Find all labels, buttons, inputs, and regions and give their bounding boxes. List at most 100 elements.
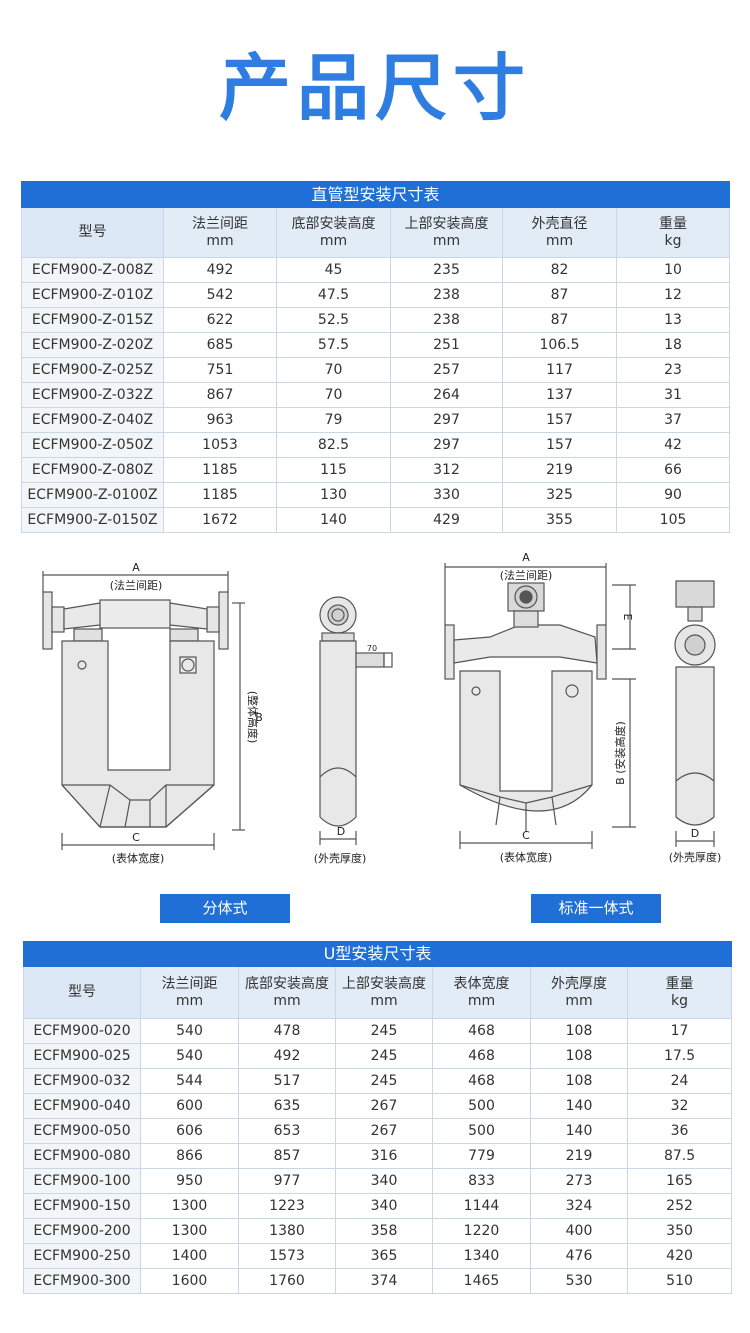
column-header-name: 表体宽度	[453, 975, 510, 992]
table-cell: 79	[276, 407, 391, 433]
model-cell: ECFM900-Z-080Z	[21, 457, 164, 483]
dim-b-letter: B	[255, 711, 263, 724]
table-cell: 365	[335, 1243, 433, 1269]
column-header-unit: kg	[671, 992, 689, 1009]
table-cell: 374	[335, 1268, 433, 1294]
dim-b-text: B (安装高度)	[613, 721, 627, 785]
model-cell: ECFM900-080	[23, 1143, 141, 1169]
table-cell: 324	[530, 1193, 628, 1219]
integrated-type-label: 标准一体式	[531, 894, 661, 923]
table-cell: 108	[530, 1068, 628, 1094]
dim-a-letter: A	[522, 551, 530, 564]
table-cell: 267	[335, 1093, 433, 1119]
table-cell: 355	[502, 507, 617, 533]
table-cell: 517	[238, 1068, 336, 1094]
column-header-name: 重量	[659, 215, 688, 232]
column-header-name: 底部安装高度	[245, 975, 329, 992]
column-header-name: 型号	[78, 224, 107, 241]
column-header-model: 型号	[21, 207, 164, 258]
table-cell: 1144	[432, 1193, 531, 1219]
table-cell: 1672	[163, 507, 277, 533]
table-cell: 117	[502, 357, 617, 383]
table-cell: 238	[390, 307, 503, 333]
table-cell: 18	[615, 332, 731, 358]
table-cell: 32	[626, 1093, 733, 1119]
column-header-unit: mm	[370, 992, 398, 1009]
table-cell: 1185	[163, 457, 277, 483]
table-cell: 82.5	[276, 432, 391, 458]
table-cell: 82	[502, 257, 617, 283]
table-cell: 115	[276, 457, 391, 483]
table-cell: 157	[502, 407, 617, 433]
table-cell: 130	[276, 482, 391, 508]
table-cell: 542	[163, 282, 277, 308]
table-cell: 963	[163, 407, 277, 433]
column-header-name: 法兰间距	[192, 215, 248, 232]
table-cell: 12	[615, 282, 731, 308]
split-type-side-view	[319, 596, 393, 845]
model-cell: ECFM900-Z-015Z	[21, 307, 164, 333]
table-cell: 252	[626, 1193, 733, 1219]
table-cell: 257	[390, 357, 503, 383]
model-cell: ECFM900-020	[23, 1018, 141, 1044]
model-cell: ECFM900-Z-040Z	[21, 407, 164, 433]
table-cell: 17	[626, 1018, 733, 1044]
table-cell: 66	[615, 457, 731, 483]
table-cell: 400	[530, 1218, 628, 1244]
table-cell: 867	[163, 382, 277, 408]
table-cell: 235	[390, 257, 503, 283]
model-cell: ECFM900-Z-008Z	[21, 257, 164, 283]
split-type-front-view	[42, 571, 245, 850]
table-cell: 70	[276, 382, 391, 408]
table-cell: 37	[615, 407, 731, 433]
table-cell: 500	[432, 1093, 531, 1119]
table-cell: 540	[140, 1018, 239, 1044]
model-cell: ECFM900-Z-025Z	[21, 357, 164, 383]
table-cell: 653	[238, 1118, 336, 1144]
table-cell: 45	[276, 257, 391, 283]
column-header-name: 上部安装高度	[342, 975, 426, 992]
table-cell: 1380	[238, 1218, 336, 1244]
table-cell: 779	[432, 1143, 531, 1169]
table-cell: 90	[615, 482, 731, 508]
table-cell: 105	[615, 507, 731, 533]
table-cell: 330	[390, 482, 503, 508]
table-cell: 468	[432, 1018, 531, 1044]
table-cell: 478	[238, 1018, 336, 1044]
table-caption: U型安装尺寸表	[22, 941, 733, 967]
column-header-name: 底部安装高度	[291, 215, 376, 232]
column-header-unit: mm	[467, 992, 496, 1009]
model-cell: ECFM900-Z-0100Z	[21, 482, 164, 508]
column-header-name: 上部安装高度	[404, 215, 489, 232]
model-cell: ECFM900-Z-032Z	[21, 382, 164, 408]
table-cell: 492	[238, 1043, 336, 1069]
column-header-model: 型号	[23, 966, 141, 1019]
table-cell: 87	[502, 307, 617, 333]
table-cell: 245	[335, 1018, 433, 1044]
model-cell: ECFM900-200	[23, 1218, 141, 1244]
table-cell: 251	[390, 332, 503, 358]
table-cell: 70	[276, 357, 391, 383]
table-cell: 1053	[163, 432, 277, 458]
column-header-name: 外壳厚度	[551, 975, 607, 992]
model-cell: ECFM900-250	[23, 1243, 141, 1269]
model-cell: ECFM900-300	[23, 1268, 141, 1294]
